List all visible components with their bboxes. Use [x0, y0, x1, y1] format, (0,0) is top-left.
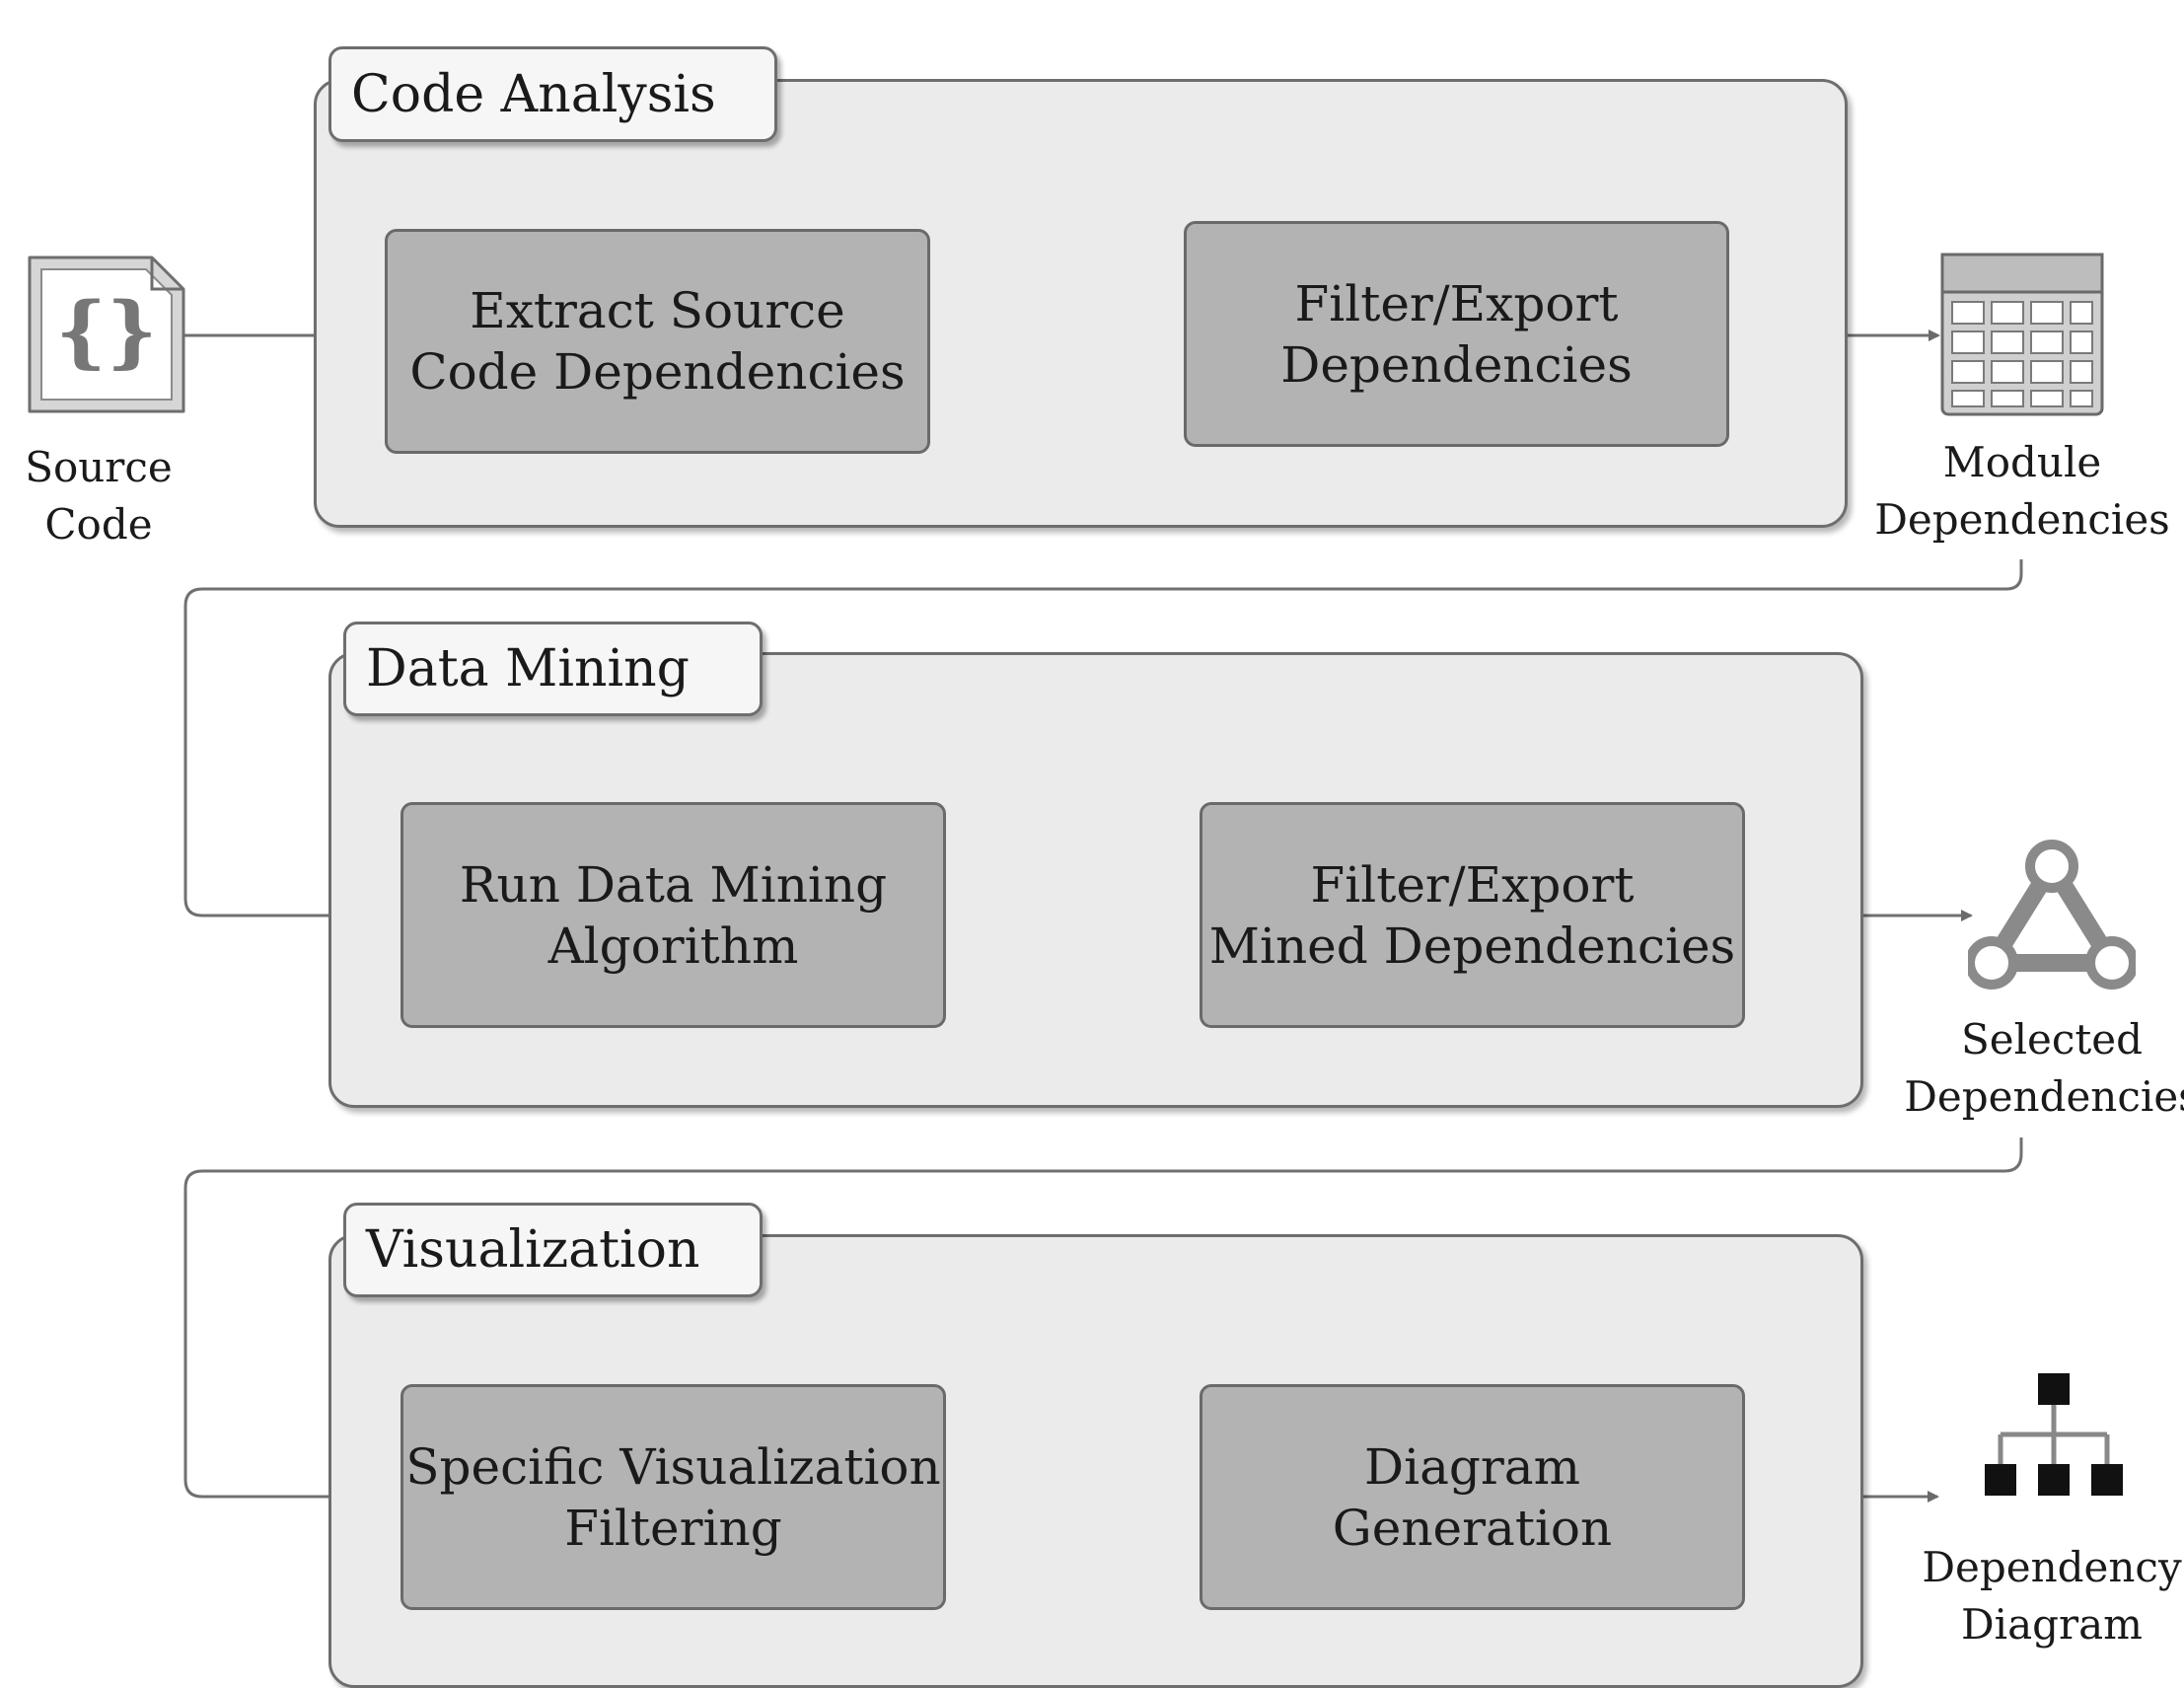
arrow-selected-to-visualization [183, 1138, 2023, 1503]
table-icon [1940, 253, 2104, 416]
step-run-data-mining-algorithm[interactable]: Run Data Mining Algorithm [400, 802, 946, 1028]
svg-text:{}: {} [56, 284, 158, 377]
step-extract-source-code-dependencies[interactable]: Extract Source Code Dependencies [385, 229, 930, 454]
arrow-module-to-mining [183, 559, 2023, 921]
artifact-label-module-dependencies: Module Dependencies [1874, 438, 2170, 544]
code-file-icon: {} [28, 256, 185, 413]
hierarchy-icon [1985, 1373, 2123, 1496]
stage-title-data-mining: Data Mining [343, 622, 763, 716]
graph-triangle-icon [1968, 840, 2136, 990]
step-specific-visualization-filtering[interactable]: Specific Visualization Filtering [400, 1384, 946, 1610]
artifact-label-dependency-diagram: Dependency Diagram [1922, 1543, 2182, 1649]
stage-title-code-analysis: Code Analysis [328, 46, 777, 142]
stage-title-visualization: Visualization [343, 1203, 763, 1297]
step-filter-export-dependencies[interactable]: Filter/Export Dependencies [1184, 221, 1729, 447]
artifact-label-source-code: Source Code [25, 443, 173, 549]
step-diagram-generation[interactable]: Diagram Generation [1200, 1384, 1745, 1610]
artifact-label-selected-dependencies: Selected Dependencies [1904, 1015, 2184, 1121]
step-filter-export-mined-dependencies[interactable]: Filter/Export Mined Dependencies [1200, 802, 1745, 1028]
